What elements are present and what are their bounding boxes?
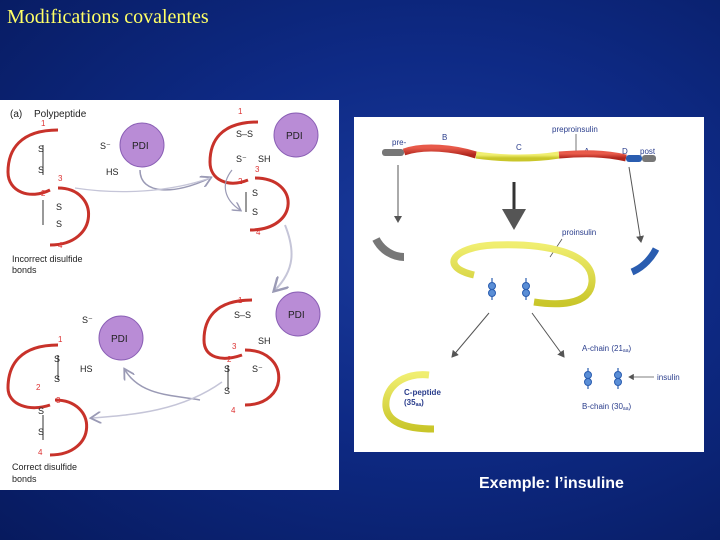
residue-2b: 2 xyxy=(238,177,243,186)
panel-tag: (a) xyxy=(10,109,22,120)
d-label: D xyxy=(622,147,628,156)
sulfur-4b: S xyxy=(252,207,258,217)
disulfide-pdi-1: S–S xyxy=(236,129,253,139)
sulfur-4d: S xyxy=(38,427,44,437)
correct-label-2: bonds xyxy=(12,474,37,484)
insulin-diagram: pre- B C preproinsulin A D post proinsul… xyxy=(372,125,680,433)
b-chain-unit: aa xyxy=(623,406,629,412)
sulfur-2b: S xyxy=(252,188,258,198)
chain-intermediate-1 xyxy=(208,120,290,232)
pre-label: pre- xyxy=(392,138,407,147)
pdi-label-3: PDI xyxy=(288,310,305,321)
residue-2: 2 xyxy=(41,189,46,198)
residue-3: 3 xyxy=(58,174,63,183)
post-fragment xyxy=(630,247,660,276)
residue-4c: 4 xyxy=(231,406,236,415)
slide-title: Modifications covalentes xyxy=(7,6,209,28)
b-chain-paren: ) xyxy=(628,402,631,411)
pdi-label-1: PDI xyxy=(132,141,149,152)
sulfur-1d: S xyxy=(54,354,60,364)
a-chain-label: A-chain (21aa) xyxy=(582,344,631,354)
pdi-enzyme-3 xyxy=(275,291,321,337)
a-chain-paren: ) xyxy=(628,344,631,353)
insulin-caption: Exemple: l’insuline xyxy=(479,475,624,492)
polypeptide-label: Polypeptide xyxy=(34,109,87,120)
c-peptide-paren: ) xyxy=(421,398,424,407)
residue-4: 4 xyxy=(58,241,63,250)
c-peptide-count: (35 xyxy=(404,398,416,407)
residue-1b: 1 xyxy=(238,107,243,116)
pdi-thiol-4: HS xyxy=(80,364,93,374)
arrow-rearrange xyxy=(224,169,240,210)
sulfur-3d: S xyxy=(38,406,44,416)
proinsulin xyxy=(450,241,596,308)
sulfur-3: S xyxy=(38,165,44,175)
chain-intermediate-2 xyxy=(202,298,281,407)
pdi-thiolate-1: S⁻ xyxy=(100,141,111,151)
sulfur-2: S xyxy=(56,202,62,212)
residue-3b: 3 xyxy=(255,165,260,174)
pdi-thiol-2: SH xyxy=(258,154,271,164)
pdi-label-4: PDI xyxy=(111,334,128,345)
residue-1d: 1 xyxy=(58,335,63,344)
c-peptide-label: C-peptide xyxy=(404,388,441,397)
pdi-enzyme-4 xyxy=(98,315,144,361)
sulfur-2c: S xyxy=(224,364,230,374)
sulfur-4: S xyxy=(56,219,62,229)
c-peptide-unit: aa xyxy=(416,402,422,408)
sulfur-1: S xyxy=(38,144,44,154)
c-peptide-length: (35aa) xyxy=(404,398,424,408)
pre-fragment xyxy=(372,236,405,261)
incorrect-label-2: bonds xyxy=(12,265,37,275)
residue-1c: 1 xyxy=(238,296,243,305)
arrow-to-insulin xyxy=(531,312,565,358)
residue-4d: 4 xyxy=(38,448,43,457)
post-label: post xyxy=(640,147,656,156)
arrow-attack xyxy=(139,169,210,191)
incorrect-label: Incorrect disulfide xyxy=(12,254,83,264)
arrow-post xyxy=(628,166,645,243)
arrow-attack-tail xyxy=(74,177,211,193)
proinsulin-label: proinsulin xyxy=(562,228,596,237)
pdi-thiol-1: HS xyxy=(106,167,119,177)
a-chain-unit: aa xyxy=(623,348,629,354)
residue-2d: 2 xyxy=(36,383,41,392)
chain-incorrect xyxy=(6,128,91,247)
arrow-return xyxy=(92,381,223,418)
residue-1: 1 xyxy=(41,119,46,128)
pdi-diagram: (a) Polypeptide 1 S S 3 2 S S 4 Incorrec… xyxy=(6,107,321,484)
pdi-enzyme-1 xyxy=(119,122,165,168)
b-chain-label: B-chain (30aa) xyxy=(582,402,631,412)
insulin-molecule xyxy=(572,362,654,395)
insulin-label: insulin xyxy=(657,373,680,382)
residue-2c: 2 xyxy=(227,355,232,364)
a-chain-text: A-chain (21 xyxy=(582,344,623,353)
pdi-thiolate-4: S⁻ xyxy=(82,315,93,325)
thiolate-1: S⁻ xyxy=(236,154,247,164)
sulfur-2d: S xyxy=(54,374,60,384)
pdi-enzyme-2 xyxy=(273,112,319,158)
insulin-diagram-panel: pre- B C preproinsulin A D post proinsul… xyxy=(354,117,704,452)
sulfur-4c: S xyxy=(224,386,230,396)
thiolate-2: S⁻ xyxy=(252,364,263,374)
chain-correct xyxy=(6,343,89,457)
disulfide-pdi-2: S–S xyxy=(234,310,251,320)
preproinsulin-chain xyxy=(382,144,656,162)
pdi-thiol-3: SH xyxy=(258,336,271,346)
preproinsulin-label: preproinsulin xyxy=(552,125,598,134)
residue-3c: 3 xyxy=(232,342,237,351)
c-label: C xyxy=(516,143,522,152)
b-chain-text: B-chain (30 xyxy=(582,402,623,411)
correct-label: Correct disulfide xyxy=(12,462,77,472)
arrow-release xyxy=(125,370,201,401)
pdi-diagram-panel: (a) Polypeptide 1 S S 3 2 S S 4 Incorrec… xyxy=(0,100,339,490)
arrow-step-down xyxy=(275,224,293,290)
b-label: B xyxy=(442,133,447,142)
arrow-to-c-peptide xyxy=(451,312,490,358)
c-peptide-shape xyxy=(382,371,435,433)
residue-3d: 3 xyxy=(56,396,61,405)
residue-4b: 4 xyxy=(256,228,261,237)
pdi-label-2: PDI xyxy=(286,131,303,142)
